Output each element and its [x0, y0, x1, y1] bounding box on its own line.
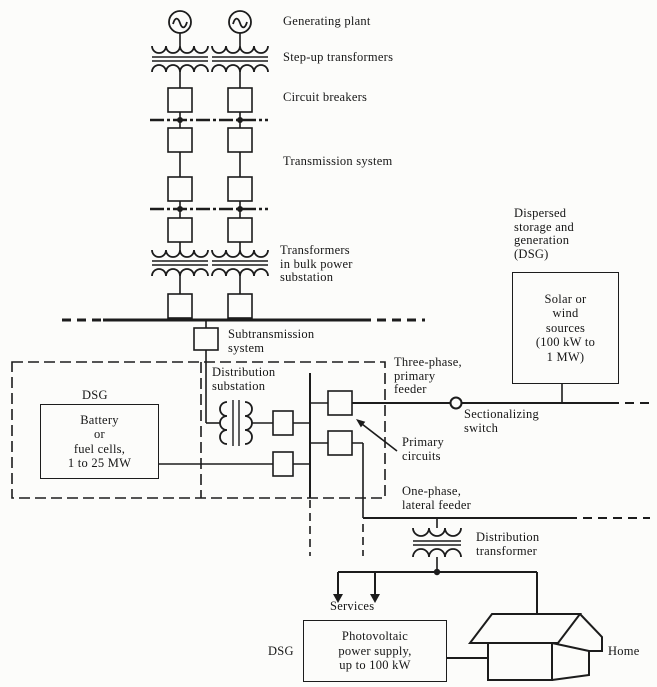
label-transmission-system: Transmission system — [283, 154, 393, 168]
service-arrow-icon — [333, 594, 343, 603]
sectionalizing-switch-icon — [449, 396, 463, 410]
service-line — [333, 568, 538, 615]
label-circuit-breakers: Circuit breakers — [283, 90, 368, 104]
label-generating-plant: Generating plant — [283, 14, 371, 28]
solar-wind-sources-box: Solar or wind sources (100 kW to 1 MW) — [512, 272, 619, 384]
bulk-substation-icons — [151, 209, 269, 320]
photovoltaic-box: Photovoltaic power supply, up to 100 kW — [303, 620, 447, 682]
label-sectionalizing-switch: Sectionalizing switch — [464, 407, 540, 435]
step-up-transformer-icon — [151, 45, 269, 88]
service-arrow-icon — [370, 594, 380, 603]
label-services: Services — [330, 599, 375, 613]
three-phase-feeder-line — [352, 382, 650, 410]
transmission-bus-2 — [150, 206, 268, 212]
label-one-phase-feeder: One-phase, lateral feeder — [402, 484, 472, 512]
label-dsg-right: Dispersed storage and generation (DSG) — [514, 206, 575, 261]
distribution-substation-transformer-icon — [206, 400, 273, 446]
transmission-bus-1 — [150, 117, 268, 123]
generator-icon — [168, 10, 252, 46]
dashed-boundary — [11, 361, 386, 556]
label-dsg-left: DSG — [82, 388, 108, 402]
primary-circuits-arrow-icon — [356, 419, 398, 452]
label-distribution-substation: Distribution substation — [212, 365, 276, 393]
label-dsg-bottom: DSG — [268, 644, 294, 658]
circuit-breaker-icons — [167, 87, 253, 120]
label-three-phase-feeder: Three-phase, primary feeder — [394, 355, 462, 396]
substation-breaker-icons — [157, 373, 311, 498]
home-icon — [467, 613, 603, 681]
label-distribution-transformer: Distribution transformer — [476, 530, 540, 558]
primary-circuit-breaker-icons — [310, 390, 364, 518]
label-primary-circuits: Primary circuits — [402, 435, 445, 463]
distribution-transformer-icon — [412, 518, 462, 572]
transmission-system-icons — [167, 120, 253, 209]
label-subtransmission: Subtransmission system — [228, 327, 315, 355]
battery-fuel-cells-box: Battery or fuel cells, 1 to 25 MW — [40, 404, 159, 479]
label-home: Home — [608, 644, 640, 658]
label-step-up-transformers: Step-up transformers — [283, 50, 394, 64]
label-bulk-transformers: Transformers in bulk power substation — [280, 243, 353, 284]
